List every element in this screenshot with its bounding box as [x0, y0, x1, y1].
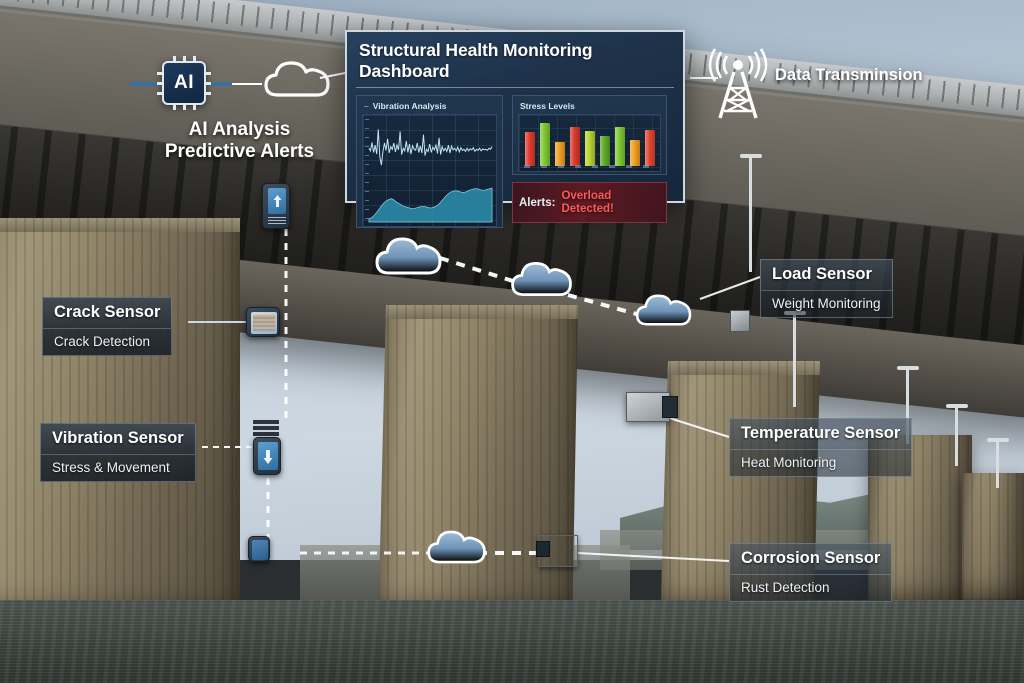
vibration-card-header: –Vibration Analysis: [362, 100, 497, 114]
bar-x-axis: [524, 165, 655, 168]
alerts-label: Alerts:: [519, 196, 556, 209]
callout-subtitle: Heat Monitoring: [729, 449, 913, 477]
radio-tower-icon: [708, 48, 768, 119]
callout-subtitle: Stress & Movement: [40, 454, 196, 482]
callout-subtitle: Weight Monitoring: [760, 290, 893, 318]
vibration-sensor-device[interactable]: [253, 418, 281, 475]
cloud-ai-icon: [264, 61, 330, 97]
alerts-message: Overload Detected!: [561, 190, 613, 215]
pier-cap: [660, 361, 820, 375]
stress-bar: [645, 130, 655, 166]
callout-temperature-sensor[interactable]: Temperature Sensor Heat Monitoring: [729, 418, 913, 477]
cloud-icon: [375, 237, 442, 275]
stress-bar: [630, 139, 640, 166]
data-transmission-label: Data Transminsion: [775, 66, 923, 84]
cloud-icon: [427, 530, 486, 564]
stress-bar: [615, 126, 625, 166]
callout-title: Temperature Sensor: [729, 418, 913, 449]
pier-cap: [378, 305, 578, 319]
river-water: [0, 600, 1024, 683]
vibration-plot: [362, 114, 497, 227]
light-pole: [946, 404, 968, 466]
upload-arrow-icon: [273, 194, 281, 207]
collapse-icon[interactable]: –: [364, 101, 369, 111]
light-pole: [987, 438, 1009, 488]
download-arrow-icon: [263, 449, 273, 464]
ai-analysis-line2: Predictive Alerts: [164, 141, 315, 163]
temperature-sensor-device[interactable]: [626, 392, 678, 422]
stress-bar: [540, 122, 550, 166]
pier-cap: [0, 218, 240, 232]
vibration-analysis-card[interactable]: –Vibration Analysis: [356, 95, 503, 228]
ai-chip-icon: AI: [157, 56, 211, 110]
ai-chip-label: AI: [174, 72, 194, 93]
plot-y-axis: [365, 119, 369, 222]
ai-analysis-text: AI Analysis Predictive Alerts: [132, 119, 347, 163]
callout-load-sensor[interactable]: Load Sensor Weight Monitoring: [760, 259, 893, 318]
data-transmission-node[interactable]: Data Transminsion: [700, 48, 1000, 119]
corrosion-sensor-device[interactable]: [248, 536, 270, 562]
cloud-icon: [511, 261, 572, 296]
stress-bar: [525, 132, 535, 166]
dashboard-title: Structural Health Monitoring Dashboard: [356, 39, 674, 88]
callout-subtitle: Rust Detection: [729, 574, 893, 602]
stress-bar-chart: [518, 114, 661, 172]
vibration-series: [368, 129, 493, 223]
callout-crack-sensor[interactable]: Crack Sensor Crack Detection: [42, 297, 173, 356]
cloud-icon: [635, 294, 692, 326]
callout-title: Crack Sensor: [42, 297, 173, 328]
stress-bar: [555, 141, 565, 166]
callout-subtitle: Crack Detection: [42, 328, 173, 356]
stress-bar: [570, 127, 580, 166]
callout-corrosion-sensor[interactable]: Corrosion Sensor Rust Detection: [729, 543, 893, 602]
stress-bar: [600, 135, 610, 166]
ai-analysis-line1: AI Analysis: [188, 119, 291, 140]
callout-title: Corrosion Sensor: [729, 543, 893, 574]
alerts-message-line1: Overload: [561, 190, 612, 203]
light-pole: [740, 154, 762, 272]
bar-group: [525, 119, 655, 166]
dashboard-panel[interactable]: Structural Health Monitoring Dashboard –…: [345, 30, 685, 228]
load-sensor-device[interactable]: [262, 183, 290, 229]
crack-sensor-device[interactable]: [246, 307, 280, 337]
light-pole: [784, 311, 806, 407]
stress-levels-card[interactable]: Stress Levels: [512, 95, 667, 175]
alerts-message-line2: Detected!: [561, 202, 614, 215]
load-sensor-pole-device[interactable]: [730, 310, 750, 332]
light-pole: [897, 366, 919, 444]
callout-vibration-sensor[interactable]: Vibration Sensor Stress & Movement: [40, 423, 196, 482]
callout-title: Load Sensor: [760, 259, 893, 290]
vibration-card-title: Vibration Analysis: [372, 101, 447, 111]
bridge-pier: [378, 305, 578, 635]
callout-title: Vibration Sensor: [40, 423, 196, 454]
stress-card-title: Stress Levels: [520, 101, 575, 111]
corrosion-cabinet-device[interactable]: [536, 535, 578, 567]
stress-bar: [585, 131, 595, 166]
alerts-banner[interactable]: Alerts: Overload Detected!: [512, 182, 667, 223]
